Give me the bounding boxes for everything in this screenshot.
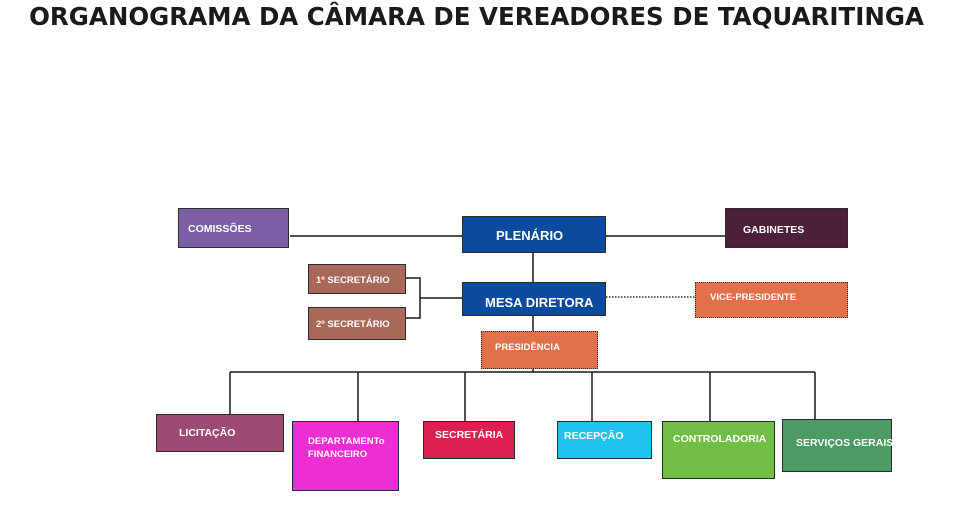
node-label: MESA DIRETORA [485, 295, 594, 310]
page-title: ORGANOGRAMA DA CÂMARA DE VEREADORES DE T… [29, 2, 924, 31]
node-controladoria: CONTROLADORIA [662, 421, 775, 479]
node-label: RECEPÇÃO [564, 430, 624, 442]
node-label: SERVIÇOS GERAIS [796, 437, 894, 449]
node-secretaria: SECRETÁRIA [423, 421, 515, 459]
node-label: SECRETÁRIA [435, 429, 504, 441]
node-label: LICITAÇÃO [179, 427, 236, 439]
node-presidencia: PRESIDÊNCIA [481, 331, 598, 369]
node-label: DEPARTAMENTo FINANCEIRO [308, 436, 385, 460]
node-label: GABINETES [743, 224, 805, 236]
node-label: 1º SECRETÁRIO [316, 275, 390, 286]
node-segundo-secretario: 2º SECRETÁRIO [308, 307, 406, 340]
node-licitacao: LICITAÇÃO [156, 414, 284, 452]
node-plenario: PLENÁRIO [462, 216, 606, 253]
node-label: COMISSÕES [188, 223, 252, 235]
node-recepcao: RECEPÇÃO [557, 421, 652, 459]
node-mesa-diretora: MESA DIRETORA [462, 282, 606, 316]
connector-secretarios-bracket [406, 277, 421, 319]
node-label: PRESIDÊNCIA [495, 342, 560, 353]
node-label: 2º SECRETÁRIO [316, 319, 390, 330]
node-label: VICE-PRESIDENTE [710, 292, 797, 303]
node-comissoes: COMISSÕES [178, 208, 289, 248]
node-gabinetes: GABINETES [725, 208, 848, 248]
node-departamento-financeiro: DEPARTAMENTo FINANCEIRO [292, 421, 399, 491]
node-servicos-gerais: SERVIÇOS GERAIS [782, 419, 894, 472]
node-vice-presidente: VICE-PRESIDENTE [695, 282, 848, 318]
node-label: PLENÁRIO [496, 228, 564, 243]
node-label: CONTROLADORIA [673, 433, 767, 445]
node-primeiro-secretario: 1º SECRETÁRIO [308, 264, 406, 294]
